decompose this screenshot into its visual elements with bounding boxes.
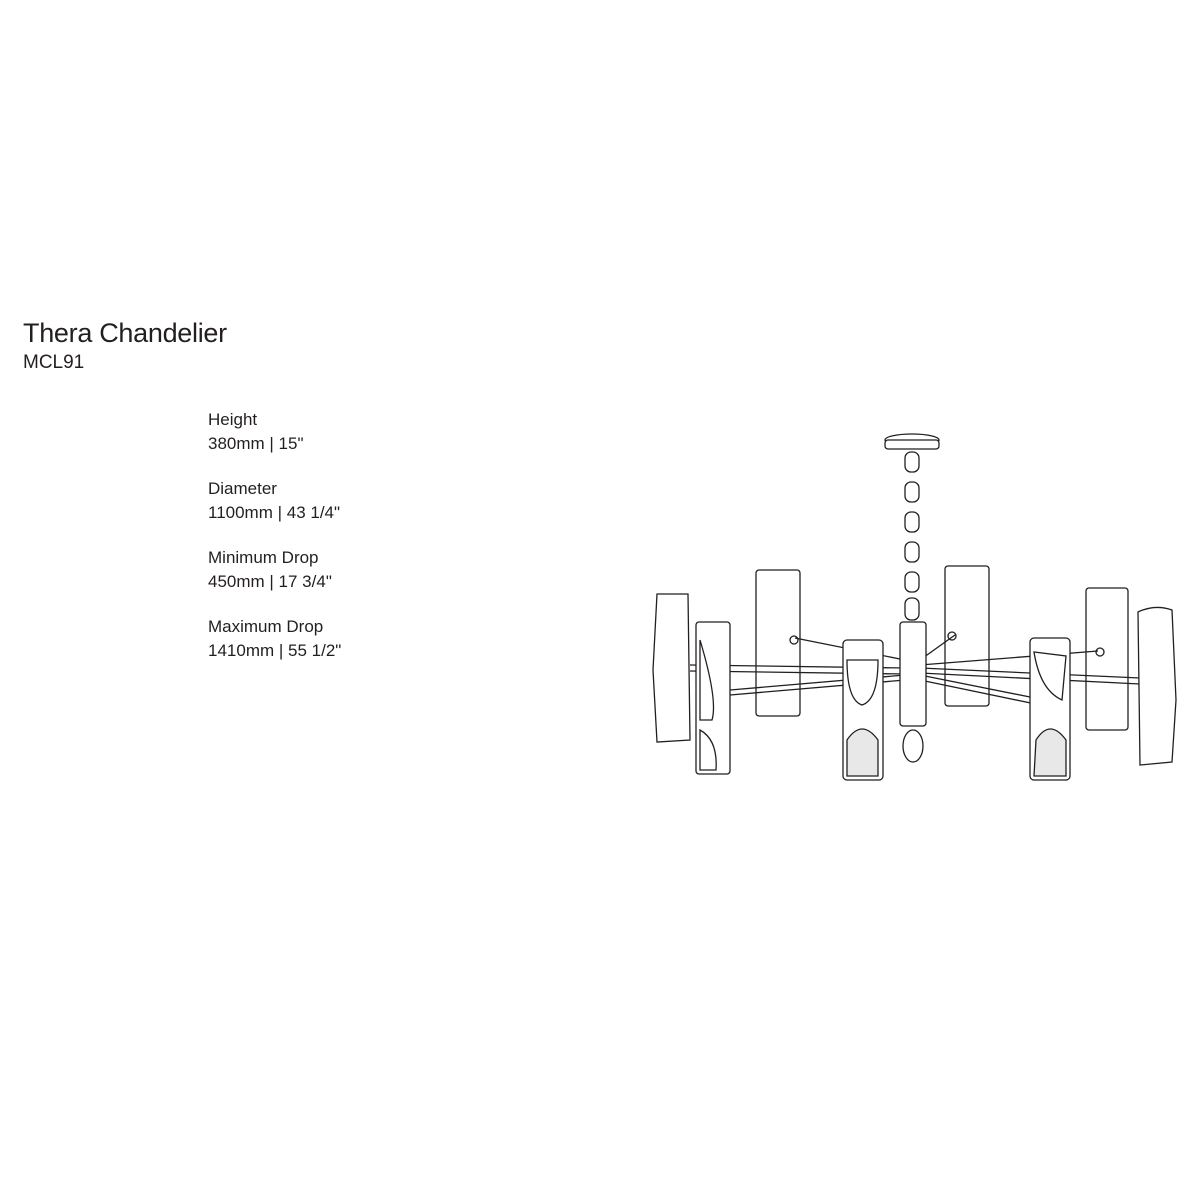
spec-diameter: Diameter 1100mm | 43 1/4": [208, 477, 341, 525]
spec-value: 1100mm | 43 1/4": [208, 503, 341, 522]
spec-list: Height 380mm | 15" Diameter 1100mm | 43 …: [208, 408, 341, 684]
bottom-ring: [902, 729, 924, 763]
spec-label: Minimum Drop: [208, 548, 319, 567]
spec-minimum-drop: Minimum Drop 450mm | 17 3/4": [208, 546, 341, 594]
spec-value: 450mm | 17 3/4": [208, 572, 332, 591]
shade-front-left: [695, 621, 731, 775]
spec-value: 380mm | 15": [208, 434, 304, 453]
shade-back-1: [755, 569, 801, 717]
shade-left-outer: [652, 593, 691, 743]
spec-label: Diameter: [208, 479, 277, 498]
spec-height: Height 380mm | 15": [208, 408, 341, 456]
shade-front-right: [1029, 637, 1071, 781]
shade-front-center: [842, 639, 884, 781]
chain: [904, 451, 920, 621]
spec-value: 1410mm | 55 1/2": [208, 641, 342, 660]
shade-right-outer: [1137, 606, 1177, 766]
spec-label: Maximum Drop: [208, 617, 324, 636]
product-code: MCL91: [23, 352, 85, 373]
center-column: [899, 621, 927, 727]
spec-maximum-drop: Maximum Drop 1410mm | 55 1/2": [208, 615, 341, 663]
product-title: Thera Chandelier: [23, 318, 227, 348]
spec-label: Height: [208, 410, 258, 429]
shade-back-3: [1085, 587, 1129, 731]
